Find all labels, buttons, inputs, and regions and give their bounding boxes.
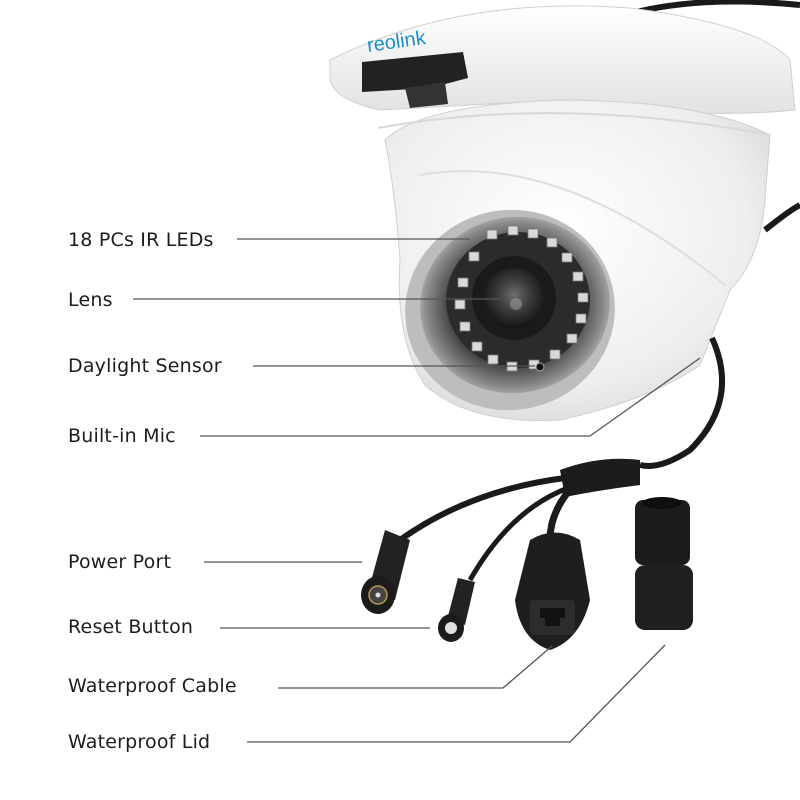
callout-lens: Lens: [68, 289, 113, 311]
callout-power-port: Power Port: [68, 551, 172, 573]
callout-built-in-mic: Built-in Mic: [68, 425, 176, 447]
ir-led-ring: [454, 225, 589, 372]
daylight-sensor: [535, 362, 545, 372]
callout-waterproof-cable: Waterproof Cable: [68, 675, 237, 697]
mount-base: [329, 5, 796, 114]
callout-reset-button: Reset Button: [68, 616, 194, 638]
cable-splitter: [560, 458, 640, 497]
waterproof-lid: [635, 497, 693, 630]
power-port-connector: [361, 530, 410, 614]
side-cable: [639, 336, 725, 469]
callout-waterproof-lid: Waterproof Lid: [68, 731, 211, 753]
rj45-connector: [515, 532, 590, 650]
reset-button-connector: [438, 578, 475, 642]
mount-bracket: [362, 52, 468, 92]
callout-ir-leds: 18 PCs IR LEDs: [68, 229, 214, 251]
callout-daylight-sensor: Daylight Sensor: [68, 355, 222, 377]
leader-lines: [133, 238, 701, 743]
